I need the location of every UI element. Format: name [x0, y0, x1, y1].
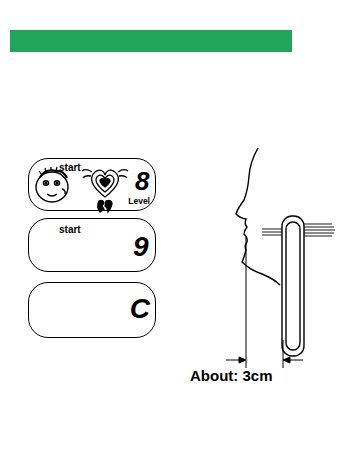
- header-bar: [10, 30, 292, 52]
- lcd-digit: C: [130, 295, 150, 323]
- lcd-display: start 8Level: [28, 158, 156, 211]
- face-profile: [236, 148, 280, 285]
- lcd-label: start: [59, 163, 81, 173]
- lcd-display: C: [28, 282, 156, 338]
- lcd-digit: 8: [135, 168, 149, 194]
- dimension-label: About: 3cm: [190, 368, 273, 383]
- breath-tester: [282, 216, 304, 356]
- lcd-digit: 9: [133, 233, 149, 261]
- lcd-label: start: [59, 225, 81, 235]
- dimension-lines: [226, 236, 303, 368]
- heart-icon: [82, 170, 128, 212]
- lcd-label: Level: [128, 197, 150, 206]
- lcd-display: start 9: [28, 218, 156, 272]
